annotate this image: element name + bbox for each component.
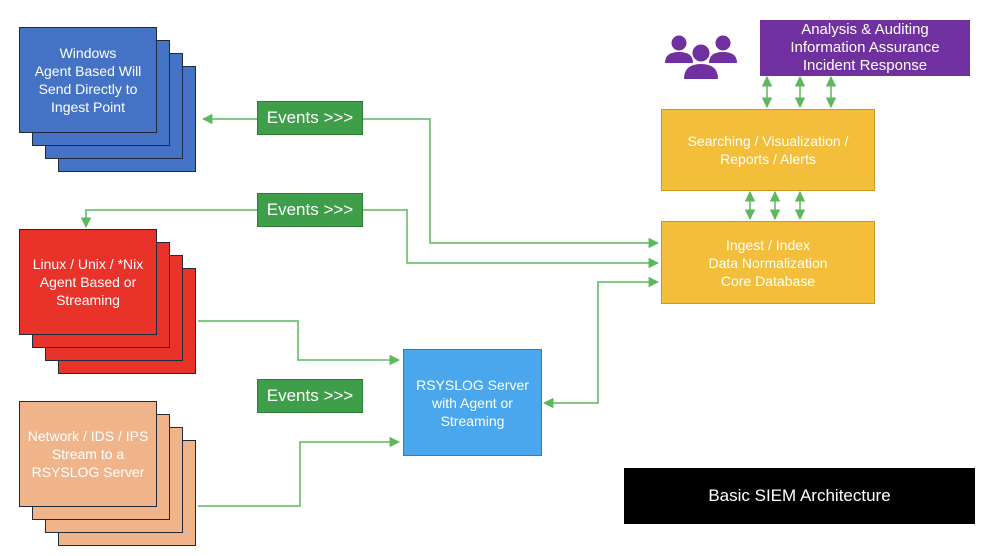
rsyslog-server-box: RSYSLOG Server with Agent or Streaming [403,349,542,456]
events-label-3: Events >>> [257,379,363,413]
connector-linux-ingest [80,209,660,269]
analysis-box: Analysis & Auditing Information Assuranc… [760,20,970,76]
windows-agent-box: Windows Agent Based Will Send Directly t… [19,27,157,133]
users-group-icon [665,35,737,79]
connector-rsyslog-ingest [542,276,660,409]
events-label-2: Events >>> [257,193,363,227]
ingest-index-box: Ingest / Index Data Normalization Core D… [661,221,875,304]
events-label-1: Events >>> [257,101,363,135]
network-ids-box: Network / IDS / IPS Stream to a RSYSLOG … [19,401,157,507]
diagram-title: Basic SIEM Architecture [624,468,975,524]
connector-linux-rsyslog [198,320,401,366]
connector-network-rsyslog [198,436,401,507]
searching-box: Searching / Visualization / Reports / Al… [661,109,875,191]
